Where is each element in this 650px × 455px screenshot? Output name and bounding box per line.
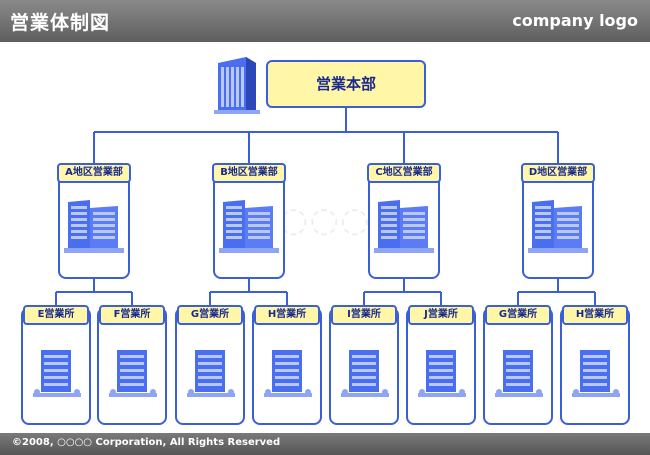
branch-building-icon bbox=[418, 350, 466, 397]
department-label-a: A地区営業部 bbox=[57, 163, 131, 183]
department-building-icon bbox=[528, 200, 588, 253]
company-logo: company logo bbox=[512, 11, 638, 30]
branch-building-icon bbox=[341, 350, 389, 397]
department-building-icon bbox=[64, 200, 124, 253]
branch-label-f: F営業所 bbox=[99, 305, 165, 325]
branch-building-icon bbox=[572, 350, 620, 397]
branch-building-icon bbox=[187, 350, 235, 397]
hq-tower-icon bbox=[214, 57, 260, 114]
branch-building-icon bbox=[264, 350, 312, 397]
branch-building-icon bbox=[109, 350, 157, 397]
branch-label-h2: H営業所 bbox=[562, 305, 628, 325]
branch-building-icon bbox=[33, 350, 81, 397]
branch-label-i: I営業所 bbox=[331, 305, 397, 325]
page-title: 営業体制図 bbox=[10, 12, 111, 34]
branch-label-g: G営業所 bbox=[177, 305, 243, 325]
footer-bar: ©2008, ○○○○ Corporation, All Rights Rese… bbox=[0, 433, 650, 455]
department-building-icon bbox=[374, 200, 434, 253]
headquarters-box: 営業本部 bbox=[266, 60, 426, 108]
branch-label-j: J営業所 bbox=[408, 305, 474, 325]
branch-label-g2: G営業所 bbox=[485, 305, 551, 325]
branch-label-e: E営業所 bbox=[23, 305, 89, 325]
header-bar: 営業体制図 company logo bbox=[0, 0, 650, 42]
branch-building-icon bbox=[495, 350, 543, 397]
branch-label-h: H営業所 bbox=[254, 305, 320, 325]
department-label-b: B地区営業部 bbox=[212, 163, 286, 183]
department-label-d: D地区営業部 bbox=[521, 163, 595, 183]
department-label-c: C地区営業部 bbox=[367, 163, 441, 183]
department-building-icon bbox=[219, 200, 279, 253]
copyright-text: ©2008, ○○○○ Corporation, All Rights Rese… bbox=[12, 437, 281, 448]
